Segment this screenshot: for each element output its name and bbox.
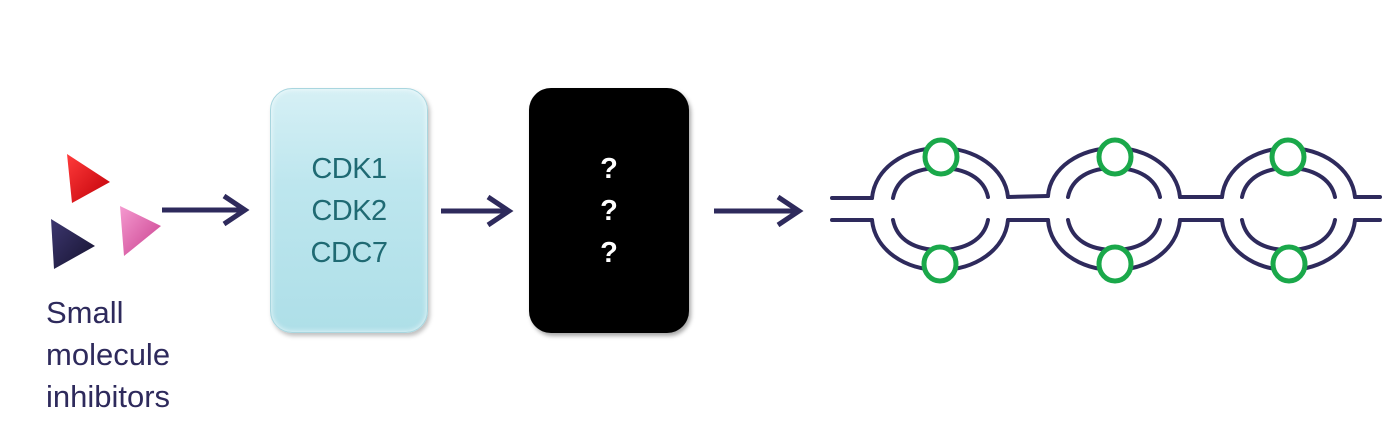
- unknown-target-box: ? ? ?: [529, 88, 689, 333]
- kinase-label: CDK2: [311, 194, 387, 227]
- arrow-1: [162, 193, 250, 227]
- kinase-box: CDK1 CDK2 CDC7: [270, 88, 428, 333]
- inhibitor-triangle-red: [67, 154, 110, 203]
- origin-markers: [921, 137, 1308, 284]
- arrow-2: [441, 194, 514, 228]
- unknown-label: ?: [600, 194, 618, 227]
- origin-marker: [921, 244, 959, 284]
- kinase-label: CDK1: [311, 152, 387, 185]
- origin-marker: [1096, 244, 1134, 284]
- caption-line: molecule: [46, 337, 171, 372]
- origin-marker: [1270, 244, 1308, 284]
- caption-line: inhibitors: [46, 379, 171, 414]
- dna-strand-segments: [830, 194, 1382, 222]
- origin-marker: [922, 137, 960, 177]
- kinase-label: CDC7: [310, 236, 388, 269]
- origin-marker: [1269, 137, 1307, 177]
- inhibitors-caption: Small molecule inhibitors: [46, 292, 170, 418]
- origin-marker: [1096, 137, 1134, 177]
- inhibitor-triangle-pink: [120, 206, 161, 256]
- unknown-label: ?: [600, 236, 618, 269]
- unknown-label: ?: [600, 152, 618, 185]
- inhibitor-triangle-navy: [51, 219, 95, 269]
- arrow-3: [714, 194, 804, 228]
- caption-line: Small: [46, 295, 124, 330]
